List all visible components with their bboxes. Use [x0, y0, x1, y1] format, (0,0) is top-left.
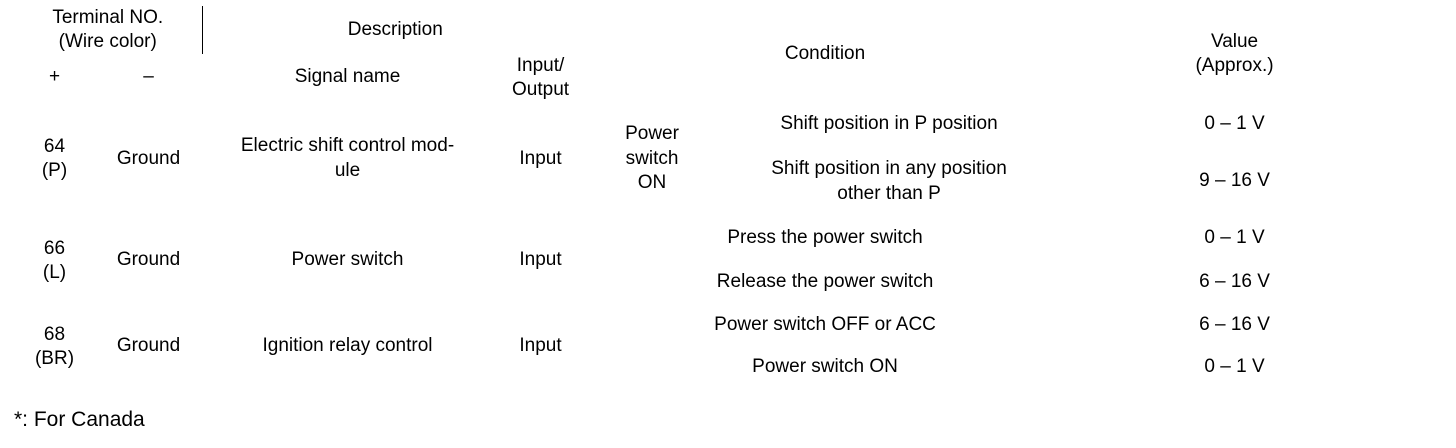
- value-text: 6 – 16 V: [1199, 314, 1270, 336]
- cell-ground: Ground: [95, 305, 202, 389]
- header-value-line2: (Approx.): [1195, 54, 1274, 76]
- cell-condition: Power switch ON: [588, 347, 1062, 389]
- condition-text-line2: other than P: [837, 182, 941, 204]
- ground-label: Ground: [116, 249, 181, 271]
- cell-condition: Power switch OFF or ACC: [588, 305, 1062, 347]
- condition-group-line3: ON: [637, 172, 667, 194]
- header-input-output: Input/ Output: [493, 54, 588, 102]
- header-condition: Condition: [588, 6, 1062, 102]
- header-description: Description: [202, 6, 588, 54]
- table-row: Release the power switch 6 – 16 V: [14, 261, 1407, 305]
- cell-ground: Ground: [95, 217, 202, 305]
- value-text: 0 – 1 V: [1204, 112, 1265, 134]
- cell-value: 9 – 16 V: [1062, 147, 1407, 217]
- terminal-wire-color: (BR): [34, 347, 75, 369]
- cell-signal-name: Power switch: [202, 217, 493, 305]
- table-row: Power switch ON 0 – 1 V: [14, 347, 1407, 389]
- input-output-label: Input: [519, 335, 562, 357]
- cell-condition: Release the power switch: [588, 261, 1062, 305]
- table-row: Shift position in any position other tha…: [14, 147, 1407, 217]
- cell-value: 0 – 1 V: [1062, 347, 1407, 389]
- cell-terminal-number: 66 (L): [14, 217, 95, 305]
- terminal-number: 68: [43, 323, 66, 345]
- table-row: 64 (P) Ground Electric shift control mod…: [14, 102, 1407, 194]
- cell-condition: Shift position in P position: [716, 102, 1062, 147]
- signal-name-line2: ule: [334, 160, 361, 181]
- condition-group-line1: Power: [625, 122, 679, 144]
- cell-ground: Ground: [95, 102, 202, 217]
- cell-value: 0 – 1 V: [1062, 102, 1407, 147]
- header-description-label: Description: [347, 18, 443, 40]
- condition-text: Power switch ON: [752, 356, 898, 378]
- header-value: Value (Approx.): [1062, 6, 1407, 102]
- table-row: 68 (BR) Ground Ignition relay control In…: [14, 305, 1407, 368]
- table-row: 66 (L) Ground Power switch Input Press t…: [14, 217, 1407, 282]
- condition-text: Press the power switch: [727, 227, 923, 249]
- cell-value: 0 – 1 V: [1062, 217, 1407, 261]
- signal-name-line1: Power switch: [291, 249, 404, 271]
- header-plus: +: [14, 54, 95, 102]
- cell-input-output: Input: [493, 217, 588, 305]
- condition-text: Shift position in P position: [780, 112, 998, 134]
- header-plus-label: +: [48, 66, 61, 88]
- cell-condition-group: Power switch ON: [588, 102, 716, 217]
- footnote: *: For Canada: [14, 408, 145, 431]
- condition-group-line2: switch: [625, 147, 679, 169]
- header-input-output-line2: Output: [512, 78, 570, 100]
- header-minus-label: –: [143, 66, 154, 88]
- header-condition-label: Condition: [784, 42, 866, 64]
- terminal-number: 64: [43, 136, 66, 158]
- value-text: 9 – 16 V: [1199, 170, 1270, 192]
- header-terminal-no-line2: (Wire color): [58, 30, 157, 52]
- table-header-row-2: + – Signal name Input/ Output: [14, 54, 1407, 102]
- cell-condition: Press the power switch: [588, 217, 1062, 261]
- cell-condition: Shift position in any position other tha…: [716, 147, 1062, 217]
- cell-input-output: Input: [493, 102, 588, 217]
- terminal-number: 66: [43, 237, 66, 259]
- input-output-label: Input: [519, 147, 562, 169]
- ground-label: Ground: [116, 335, 181, 357]
- terminal-wire-color: (L): [42, 261, 67, 283]
- cell-terminal-number: 68 (BR): [14, 305, 95, 389]
- cell-signal-name: Ignition relay control: [202, 305, 493, 389]
- condition-text: Power switch OFF or ACC: [714, 314, 936, 336]
- cell-signal-name: Electric shift control mod- ule: [202, 102, 493, 217]
- terminal-wire-color: (P): [41, 160, 68, 181]
- cell-input-output: Input: [493, 305, 588, 389]
- header-terminal-no-line1: Terminal NO.: [52, 7, 164, 28]
- value-text: 0 – 1 V: [1204, 227, 1265, 249]
- header-signal-name: Signal name: [202, 54, 493, 102]
- cell-value: 6 – 16 V: [1062, 261, 1407, 305]
- header-minus: –: [95, 54, 202, 102]
- table-header-row-1: Terminal NO. (Wire color) Description Co…: [14, 6, 1407, 76]
- cell-value: 6 – 16 V: [1062, 305, 1407, 347]
- value-text: 6 – 16 V: [1199, 271, 1270, 293]
- terminal-specification-table: Terminal NO. (Wire color) Description Co…: [14, 6, 1407, 389]
- header-signal-name-label: Signal name: [294, 66, 401, 88]
- header-terminal-no: Terminal NO. (Wire color): [14, 6, 203, 54]
- ground-label: Ground: [116, 147, 181, 169]
- value-text: 0 – 1 V: [1204, 356, 1265, 378]
- header-input-output-line1: Input/: [516, 54, 565, 76]
- signal-name-line1: Electric shift control mod-: [240, 135, 455, 157]
- input-output-label: Input: [519, 249, 562, 271]
- header-value-line1: Value: [1210, 31, 1259, 52]
- condition-text-line1: Shift position in any position: [771, 157, 1007, 179]
- cell-terminal-number: 64 (P): [14, 102, 95, 217]
- condition-text: Release the power switch: [716, 271, 934, 293]
- signal-name-line1: Ignition relay control: [262, 335, 433, 357]
